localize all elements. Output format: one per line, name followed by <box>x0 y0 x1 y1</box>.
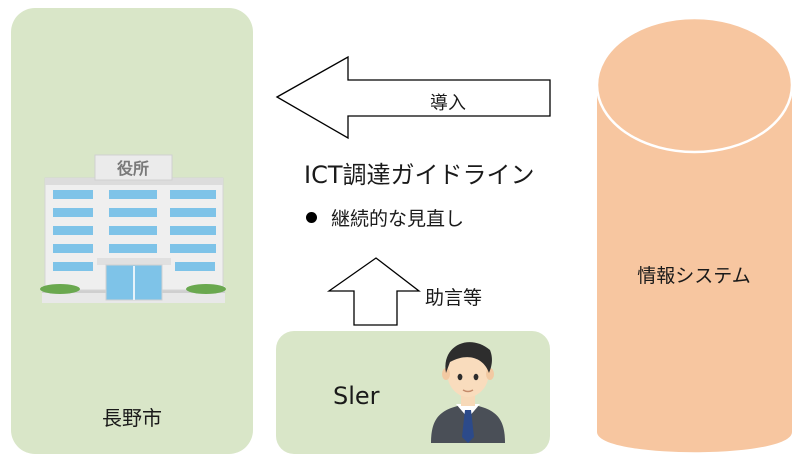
guideline-bullet: 継続的な見直し <box>306 204 464 231</box>
bullet-dot-icon <box>306 212 317 223</box>
businessman-icon <box>431 342 505 443</box>
introduction-label: 導入 <box>430 93 466 114</box>
city-hall-icon: 役所 <box>40 154 226 303</box>
introduction-arrow <box>275 55 551 140</box>
system-label: 情報システム <box>637 265 751 287</box>
guideline-bullet-text: 継続的な見直し <box>331 208 465 230</box>
advice-label: 助言等 <box>425 287 483 309</box>
vendor-label: Sler <box>333 382 380 410</box>
system-cylinder <box>595 16 794 453</box>
guideline-title: ICT調達ガイドライン <box>304 161 535 189</box>
advice-arrow <box>326 257 421 326</box>
sign-text: 役所 <box>117 159 149 178</box>
city-label: 長野市 <box>102 406 162 430</box>
